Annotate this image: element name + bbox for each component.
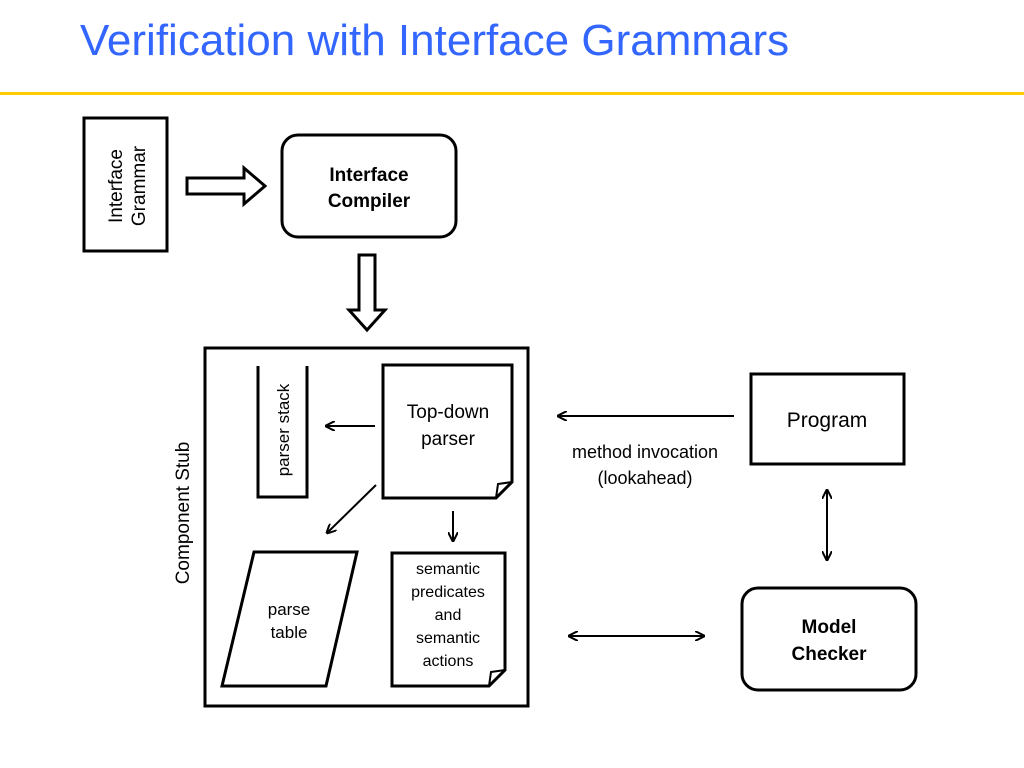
model-checker-box	[740, 586, 918, 692]
top-down-parser-label-1: Top-down	[407, 402, 489, 423]
top-down-parser-label-2: parser	[421, 429, 476, 450]
parse-table-label-2: table	[271, 623, 308, 642]
semantic-label-5: actions	[423, 653, 474, 670]
semantic-label-4: semantic	[416, 630, 480, 647]
semantic-label-3: and	[435, 607, 462, 624]
top-down-parser-box	[381, 363, 514, 500]
parser-stack-shape	[256, 366, 309, 499]
interface-grammar-label-2: Grammar	[129, 145, 150, 226]
top-down-parser-fold	[495, 481, 513, 499]
semantic-predicates-box	[390, 551, 507, 688]
interface-compiler-box	[280, 133, 458, 239]
program-label: Program	[787, 409, 868, 432]
semantic-label-1: semantic	[416, 561, 480, 578]
method-invocation-label-2: (lookahead)	[597, 468, 692, 488]
title-divider	[0, 92, 1024, 95]
semantic-predicates-fold	[488, 669, 506, 687]
parser-stack-label: parser stack	[274, 383, 293, 476]
compiler-to-stub-arrow	[345, 253, 389, 333]
interface-grammar-label-1: Interface	[106, 149, 127, 223]
interface-compiler-label-1: Interface	[329, 165, 408, 186]
interface-grammar-box	[82, 116, 169, 253]
grammar-to-compiler-arrow	[185, 164, 268, 208]
interface-compiler-label-2: Compiler	[328, 191, 411, 212]
method-invocation-label-1: method invocation	[572, 442, 718, 462]
parser-to-table-arrow	[327, 484, 377, 533]
program-box	[749, 372, 906, 466]
model-checker-label-2: Checker	[792, 644, 868, 665]
semantic-label-2: predicates	[411, 584, 485, 601]
slide-title: Verification with Interface Grammars	[80, 16, 790, 65]
parse-table-label-1: parse	[268, 600, 311, 619]
component-stub-label: Component Stub	[173, 442, 194, 585]
parse-table-shape	[220, 550, 359, 688]
model-checker-label-1: Model	[802, 617, 857, 638]
